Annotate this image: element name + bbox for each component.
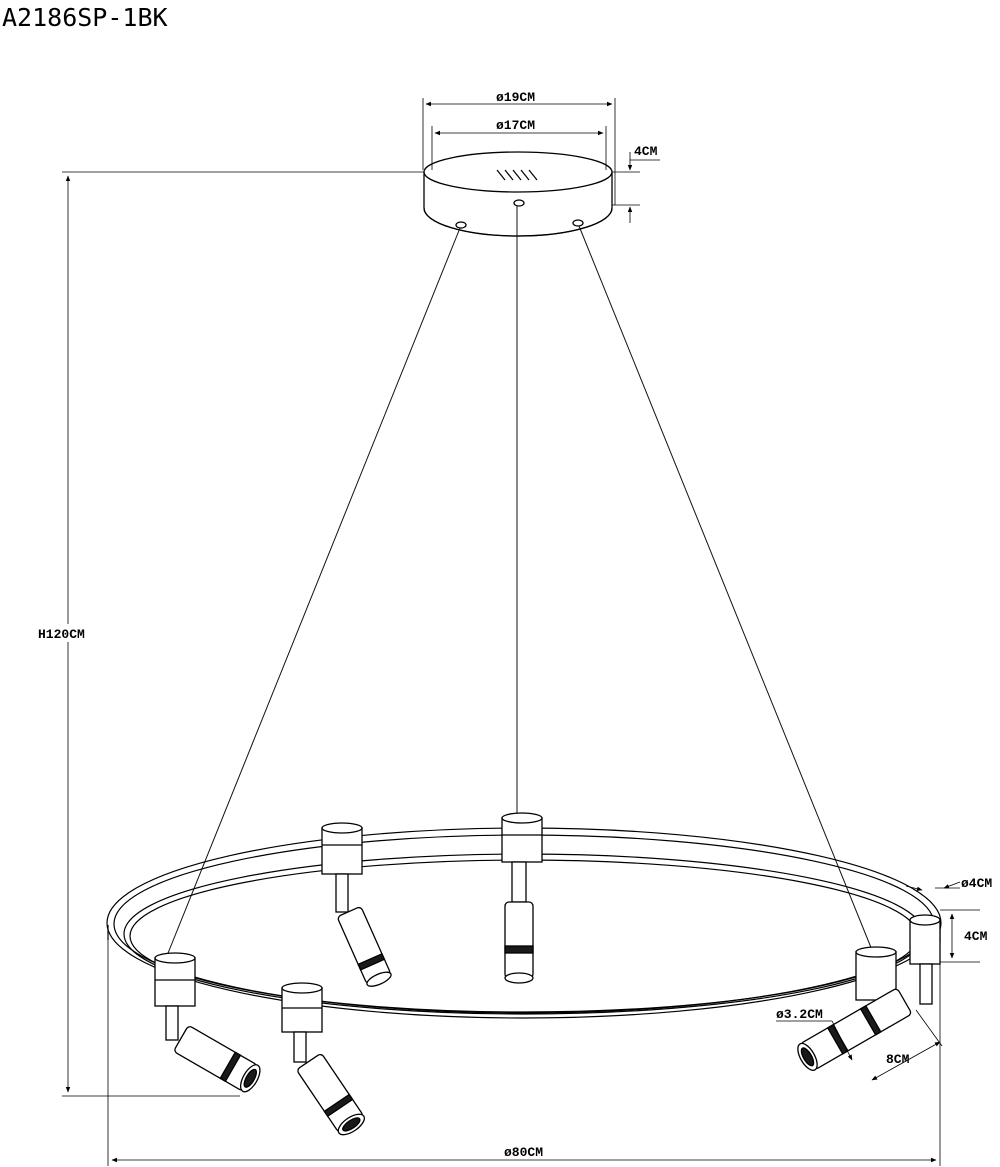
label-spot-diameter: ø3.2CM (776, 1007, 823, 1022)
label-canopy-inner: ø17CM (496, 118, 535, 133)
ring-mount-far-right (909, 914, 941, 965)
ring-mount-front-left (281, 982, 323, 1033)
spotlights (165, 861, 933, 1136)
dimension-ring-diameter: ø80CM (107, 930, 941, 1166)
label-ring-height: 4CM (964, 929, 988, 944)
dimension-total-height: H120CM (36, 171, 424, 1097)
label-ring-diameter: ø80CM (504, 1145, 543, 1160)
dimension-canopy-height: 4CM (612, 144, 660, 223)
dimension-canopy-inner: ø17CM (431, 118, 607, 170)
suspension-wires (157, 206, 873, 979)
cable-anchor-center (513, 199, 525, 207)
dimension-spot-length: 8CM (871, 1009, 943, 1081)
label-spot-length: 8CM (886, 1052, 910, 1067)
label-total-height: H120CM (38, 627, 85, 642)
spotlight-right (797, 963, 933, 1071)
ceiling-canopy (423, 151, 613, 237)
ring-mounts (154, 812, 941, 1033)
spotlight-back-left (335, 873, 392, 987)
ring-mount-back-center (501, 812, 543, 863)
label-canopy-height: 4CM (634, 144, 658, 159)
cable-anchor-left (455, 221, 467, 229)
spotlight-front-left (293, 1031, 366, 1136)
ring-mount-back-left (321, 822, 363, 875)
dimension-ring-height: 4CM (940, 909, 988, 963)
ring-mount-left (154, 952, 196, 1007)
dimension-canopy-outer: ø19CM (422, 90, 616, 205)
cable-anchor-right (572, 219, 584, 227)
spotlight-left (165, 1005, 261, 1093)
label-canopy-outer: ø19CM (496, 90, 535, 105)
dimension-ring-tube: ø4CM (905, 876, 992, 891)
dimension-spot-diameter: ø3.2CM (776, 1007, 853, 1061)
canopy-vent-icon (496, 169, 538, 181)
model-code-title: A2186SP-1BK (2, 3, 168, 32)
label-ring-tube-diameter: ø4CM (961, 876, 992, 891)
spotlight-back-center (504, 861, 534, 984)
